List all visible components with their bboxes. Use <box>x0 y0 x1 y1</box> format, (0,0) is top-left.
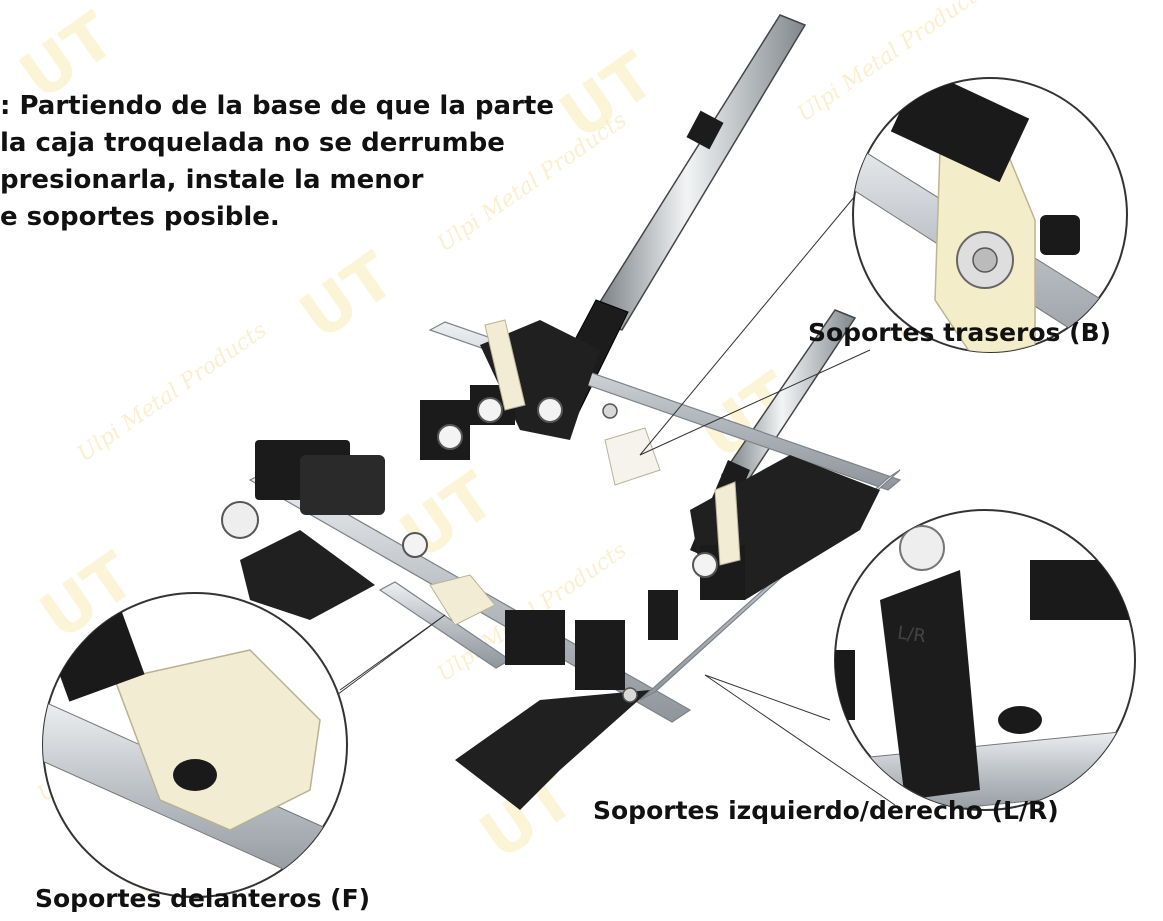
white-supports <box>429 319 741 626</box>
label-front-supports: Soportes delanteros (F) <box>35 884 371 913</box>
zoom-circle-front <box>42 592 348 898</box>
instruction-line: e soportes posible. <box>0 202 280 232</box>
white-rollers <box>221 397 718 703</box>
leader-lines <box>329 189 896 806</box>
instruction-line: presionarla, instale la menor <box>0 165 424 195</box>
lr-marking: L/R <box>896 622 927 647</box>
zoom-circle-left-right: L/R <box>834 509 1136 811</box>
zoom-circle-back <box>852 77 1128 353</box>
instruction-text: : Partiendo de la base de que la parte l… <box>0 88 700 236</box>
label-left-right-supports: Soportes izquierdo/derecho (L/R) <box>593 796 1059 825</box>
instruction-line: : Partiendo de la base de que la parte <box>0 91 554 121</box>
label-back-supports: Soportes traseros (B) <box>808 318 1112 347</box>
instruction-line: la caja troquelada no se derrumbe <box>0 128 505 158</box>
black-brackets <box>255 385 745 690</box>
